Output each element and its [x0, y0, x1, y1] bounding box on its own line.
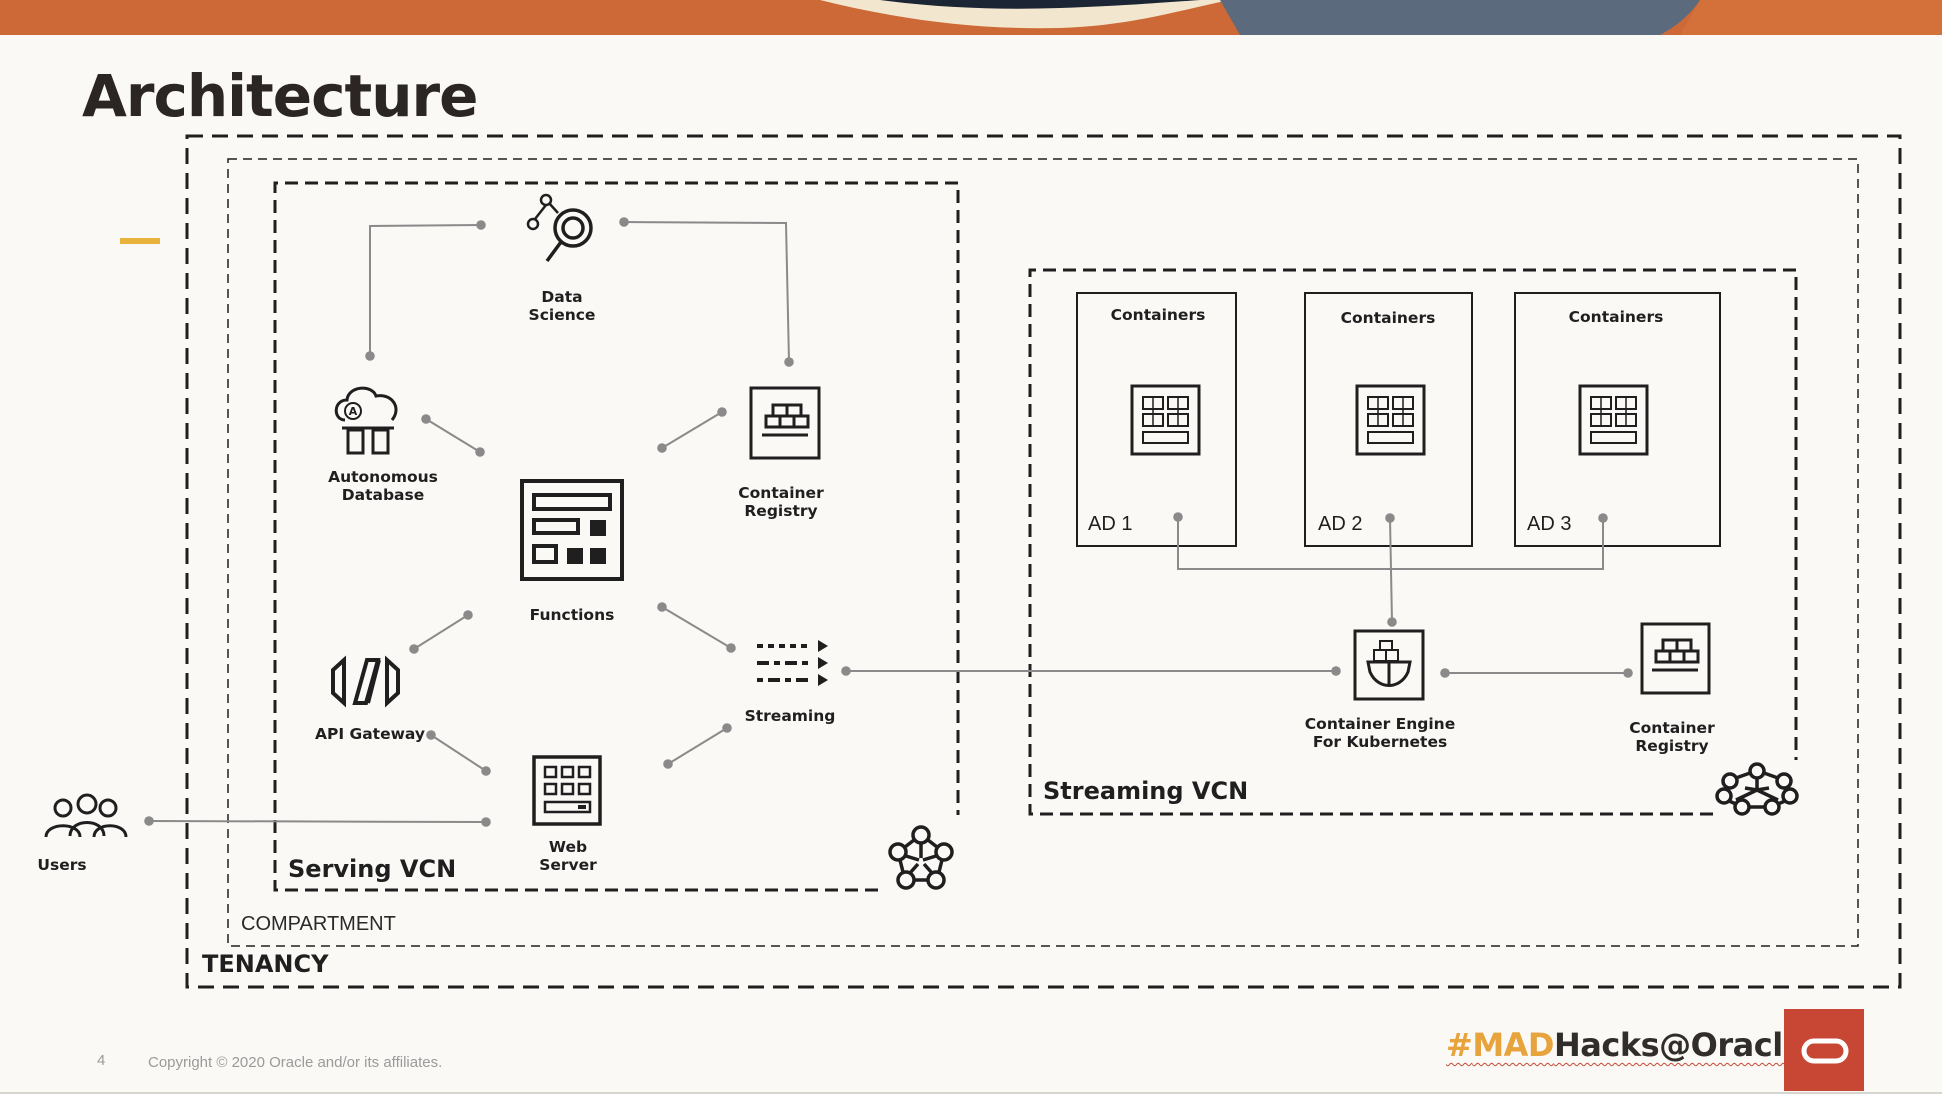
streaming-vcn-boundary: [1028, 268, 1798, 816]
container-registry-streaming-label: Container Registry: [1629, 719, 1715, 755]
bottom-rule: [0, 1092, 1942, 1094]
connector-users-webserver: [144, 816, 491, 827]
data-science-icon: [526, 193, 593, 263]
oracle-logo-icon: [1801, 1038, 1849, 1064]
hashtag-mad: MAD: [1472, 1026, 1554, 1064]
api-gateway-icon: [331, 655, 400, 708]
container-icon-ad2: [1355, 384, 1426, 456]
oracle-logo: [1784, 1009, 1864, 1091]
web-server-label: Web Server: [539, 838, 597, 874]
top-banner: [0, 0, 1942, 35]
madhacks-hashtag: #MADHacks@Oracle: [1446, 1026, 1804, 1064]
container-icon-ad3: [1578, 384, 1649, 456]
serving-vcn-boundary: [273, 181, 960, 892]
data-science-label: Data Science: [528, 288, 596, 324]
tenancy-label: TENANCY: [202, 950, 329, 978]
container-icon-ad1: [1130, 384, 1201, 456]
connector-datascience-registry: [619, 217, 794, 367]
hashtag-prefix: #: [1446, 1026, 1473, 1064]
autonomous-database-icon: A: [334, 386, 398, 455]
streaming-vcn-network-icon: [1715, 762, 1799, 816]
users-icon: [44, 793, 128, 838]
copyright-text: Copyright © 2020 Oracle and/or its affil…: [148, 1054, 443, 1071]
hashtag-rest: Hacks@Oracle: [1553, 1026, 1804, 1064]
container-registry-icon-streaming: [1640, 622, 1711, 695]
tenancy-boundary: [185, 134, 1902, 989]
slide-title: Architecture: [82, 62, 478, 130]
ad1-label: AD 1: [1088, 513, 1133, 535]
compartment-label: COMPARTMENT: [241, 913, 396, 935]
page-number: 4: [97, 1052, 106, 1069]
connector-ad2-oke: [1385, 513, 1397, 627]
users-label: Users: [37, 856, 87, 874]
connector-apigw-webserver: [426, 730, 491, 776]
connector-webserver-streaming: [663, 723, 732, 769]
ad1-containers-label: Containers: [1110, 306, 1206, 324]
streaming-vcn-label: Streaming VCN: [1043, 777, 1249, 805]
kubernetes-engine-label: Container Engine For Kubernetes: [1304, 715, 1456, 751]
connector-functions-streaming: [657, 602, 736, 653]
connector-datascience-autodb: [365, 220, 486, 361]
ad3-box: [1514, 292, 1721, 547]
api-gateway-label: API Gateway: [314, 725, 426, 743]
compartment-boundary: [227, 158, 1859, 947]
connector-registry-functions: [657, 407, 727, 453]
container-registry-label: Container Registry: [738, 484, 824, 520]
streaming-label: Streaming: [744, 707, 836, 725]
serving-vcn-label: Serving VCN: [288, 855, 457, 883]
kubernetes-engine-icon: [1353, 629, 1425, 701]
container-registry-icon: [749, 386, 821, 460]
ad3-label: AD 3: [1527, 513, 1572, 535]
web-server-icon: [532, 755, 602, 826]
ad3-containers-label: Containers: [1568, 308, 1664, 326]
ad2-label: AD 2: [1318, 513, 1363, 535]
ad2-containers-label: Containers: [1340, 309, 1436, 327]
svg-text:A: A: [349, 405, 358, 418]
functions-label: Functions: [529, 606, 615, 624]
connector-apigw-functions: [409, 610, 473, 654]
streaming-icon: [757, 640, 828, 686]
ad1-box: [1076, 292, 1237, 547]
functions-icon: [520, 479, 624, 581]
connector-autodb-functions: [421, 414, 485, 457]
autonomous-database-label: Autonomous Database: [328, 468, 438, 504]
serving-vcn-network-icon: [888, 825, 954, 890]
title-accent-bar: [120, 238, 160, 244]
